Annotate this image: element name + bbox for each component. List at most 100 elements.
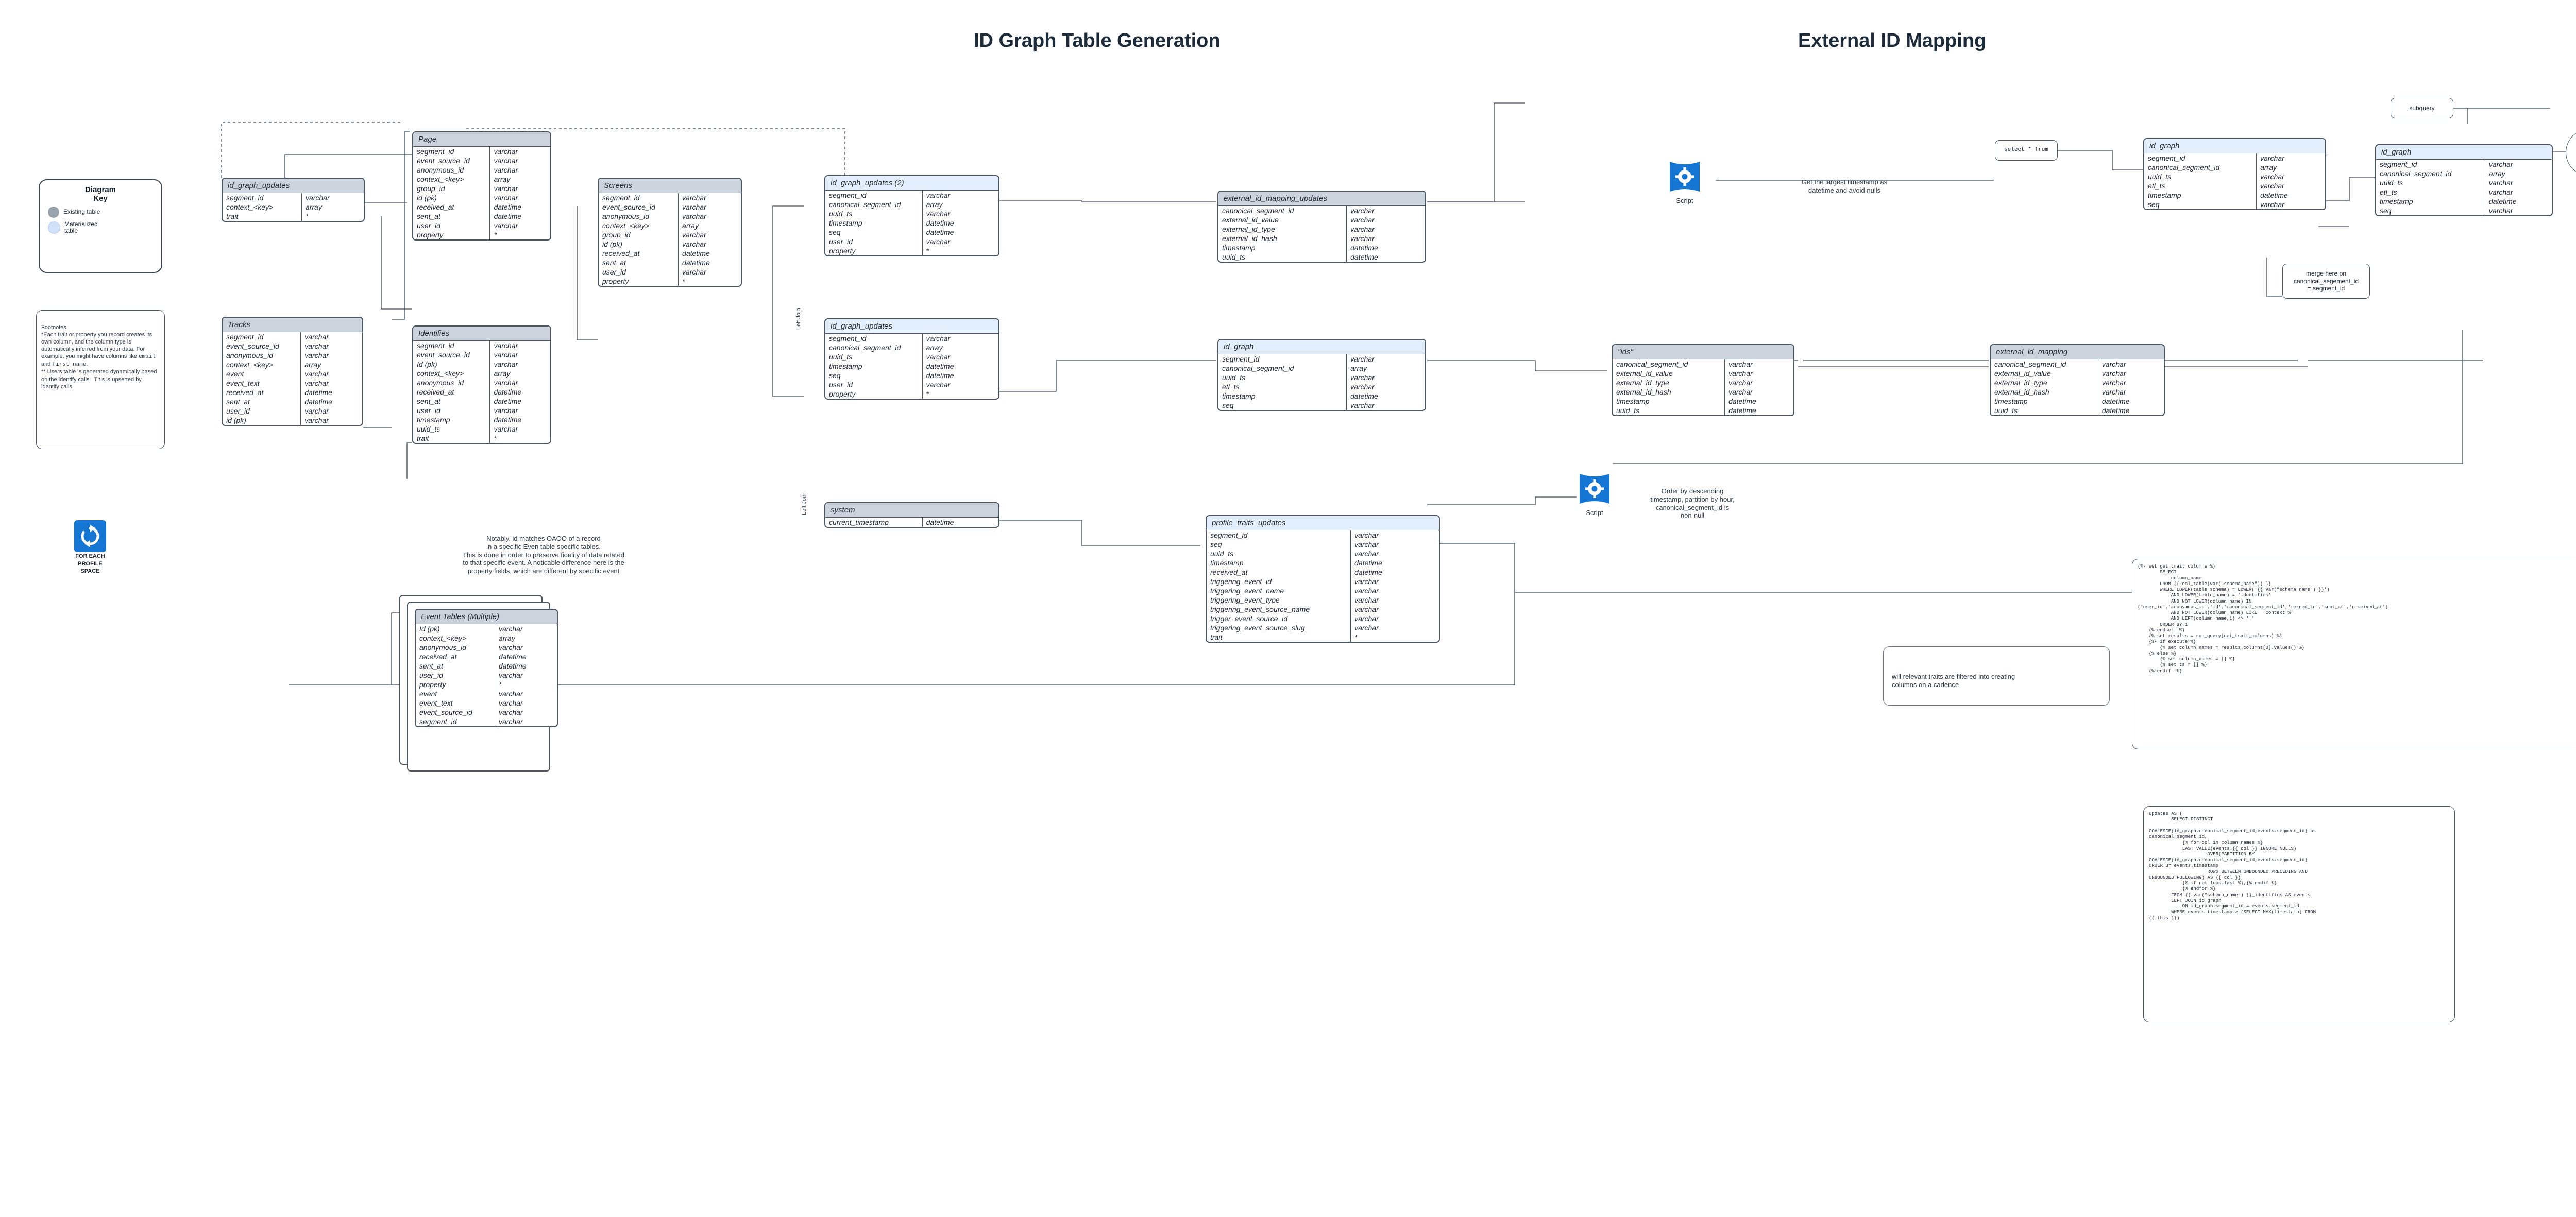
column-name: external_id_hash [1613,387,1725,397]
column-name: sent_at [223,397,301,406]
column-name: external_id_hash [1991,387,2098,397]
column-type: varchar [304,342,329,350]
script-node-2[interactable]: Script [1574,473,1615,517]
column-name: timestamp [1613,397,1725,406]
column-type: varchar [2488,188,2513,196]
traits-filter-note-box [1883,646,2110,706]
column-name: property [416,680,495,689]
column-name: sent_at [413,212,490,221]
script-node-1[interactable]: Script [1664,161,1705,204]
column-name: canonical_segment_id [1613,359,1725,369]
column-type: varchar [494,425,518,433]
column-name: canonical_segment_id [1218,206,1347,215]
union-node[interactable]: Union [2566,129,2576,176]
column-type: datetime [304,398,332,406]
column-name: timestamp [1207,558,1351,568]
column-type: * [305,212,309,220]
event-tables-note: Notably, id matches OAOO of a record in … [376,526,711,575]
column-type: varchar [1728,379,1753,387]
table-header-profile_traits_updates: profile_traits_updates [1207,516,1439,530]
column-type: varchar [1728,388,1753,396]
column-name: uuid_ts [1613,406,1725,415]
column-type: * [494,434,497,442]
column-type: varchar [682,194,706,202]
code-block-get-trait-columns-text: {%- set get_trait_columns %} SELECT colu… [2138,564,2388,674]
order-by-desc-text: Order by descending timestamp, partition… [1650,487,1735,520]
column-name: external_id_type [1218,225,1347,234]
column-name: triggering_event_type [1207,595,1351,605]
column-type: array [305,203,322,211]
column-name: property [599,277,679,286]
column-type: * [926,247,929,255]
column-type: varchar [494,406,518,415]
key-materialized-label: Materialized table [64,220,98,235]
column-type: datetime [494,397,522,405]
column-name: etl_ts [2376,187,2485,197]
table-header-id_graph_b: id_graph [2376,145,2552,160]
column-type: varchar [304,416,329,424]
column-type: * [682,277,685,285]
column-type: array [1350,364,1367,372]
table-row: property* [413,230,550,239]
column-type: array [304,361,321,369]
column-name: event_source_id [599,202,679,212]
column-type: varchar [304,407,329,415]
left-join-side-text-2: Left Join [801,493,807,515]
column-type: varchar [926,210,951,218]
column-type: datetime [304,388,332,397]
column-name: received_at [416,652,495,661]
column-type: varchar [498,690,523,698]
column-name: uuid_ts [2144,172,2257,181]
column-name: segment_id [1207,530,1351,540]
for-each-profile-space-badge: FOR EACH PROFILE SPACE [52,520,129,575]
table-header-tracks: Tracks [223,318,362,332]
table-row: property* [825,246,998,255]
column-type: varchar [494,147,518,156]
footnote-2: ** Users table is generated dynamically … [41,369,159,390]
column-type: varchar [304,333,329,341]
column-type: varchar [682,203,706,211]
column-type: varchar [926,334,951,342]
column-type: * [1354,633,1358,641]
column-type: datetime [2102,397,2130,405]
